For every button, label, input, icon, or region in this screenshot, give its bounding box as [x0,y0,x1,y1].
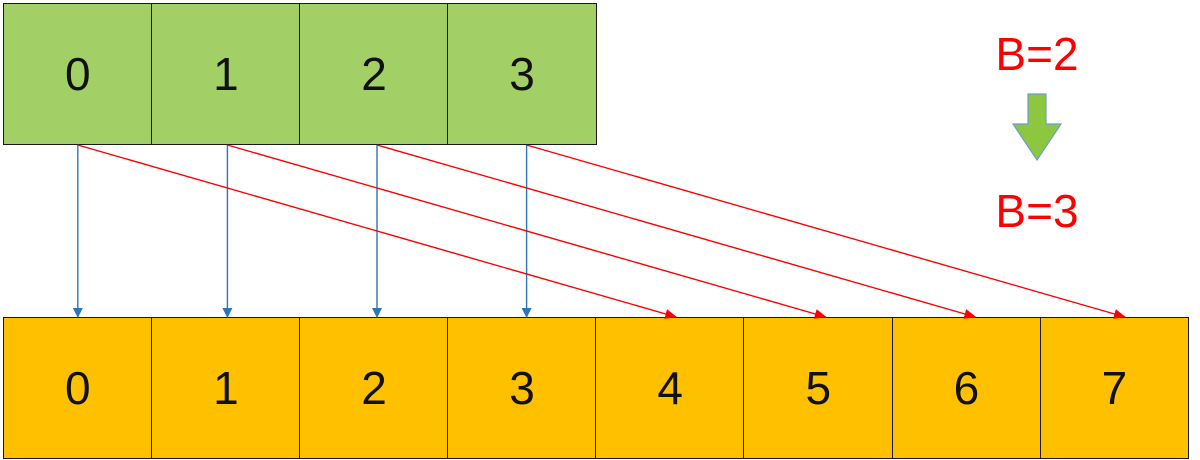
old-bucket-row: 0 1 2 3 [3,3,597,145]
new-bucket-1: 1 [151,317,301,459]
new-bucket-4: 4 [595,317,745,459]
bucket-bits-after-label: B=3 [995,185,1079,237]
bucket-bits-before-label: B=2 [995,28,1079,80]
old-bucket-3: 3 [447,3,597,145]
split-arrow-2-to-6 [376,144,977,319]
old-bucket-1: 1 [151,3,301,145]
new-bucket-3: 3 [447,317,597,459]
split-arrow-1-to-5 [227,144,827,319]
old-bucket-0: 0 [3,3,153,145]
down-arrow-icon [1011,93,1063,162]
old-bucket-2: 2 [299,3,449,145]
new-bucket-5: 5 [743,317,894,459]
new-bucket-2: 2 [299,317,449,459]
split-arrow-0-to-4 [77,144,678,319]
new-bucket-0: 0 [3,317,153,459]
new-bucket-7: 7 [1039,317,1190,459]
new-bucket-row: 0 1 2 3 4 5 6 7 [3,317,1190,459]
new-bucket-6: 6 [891,317,1042,459]
